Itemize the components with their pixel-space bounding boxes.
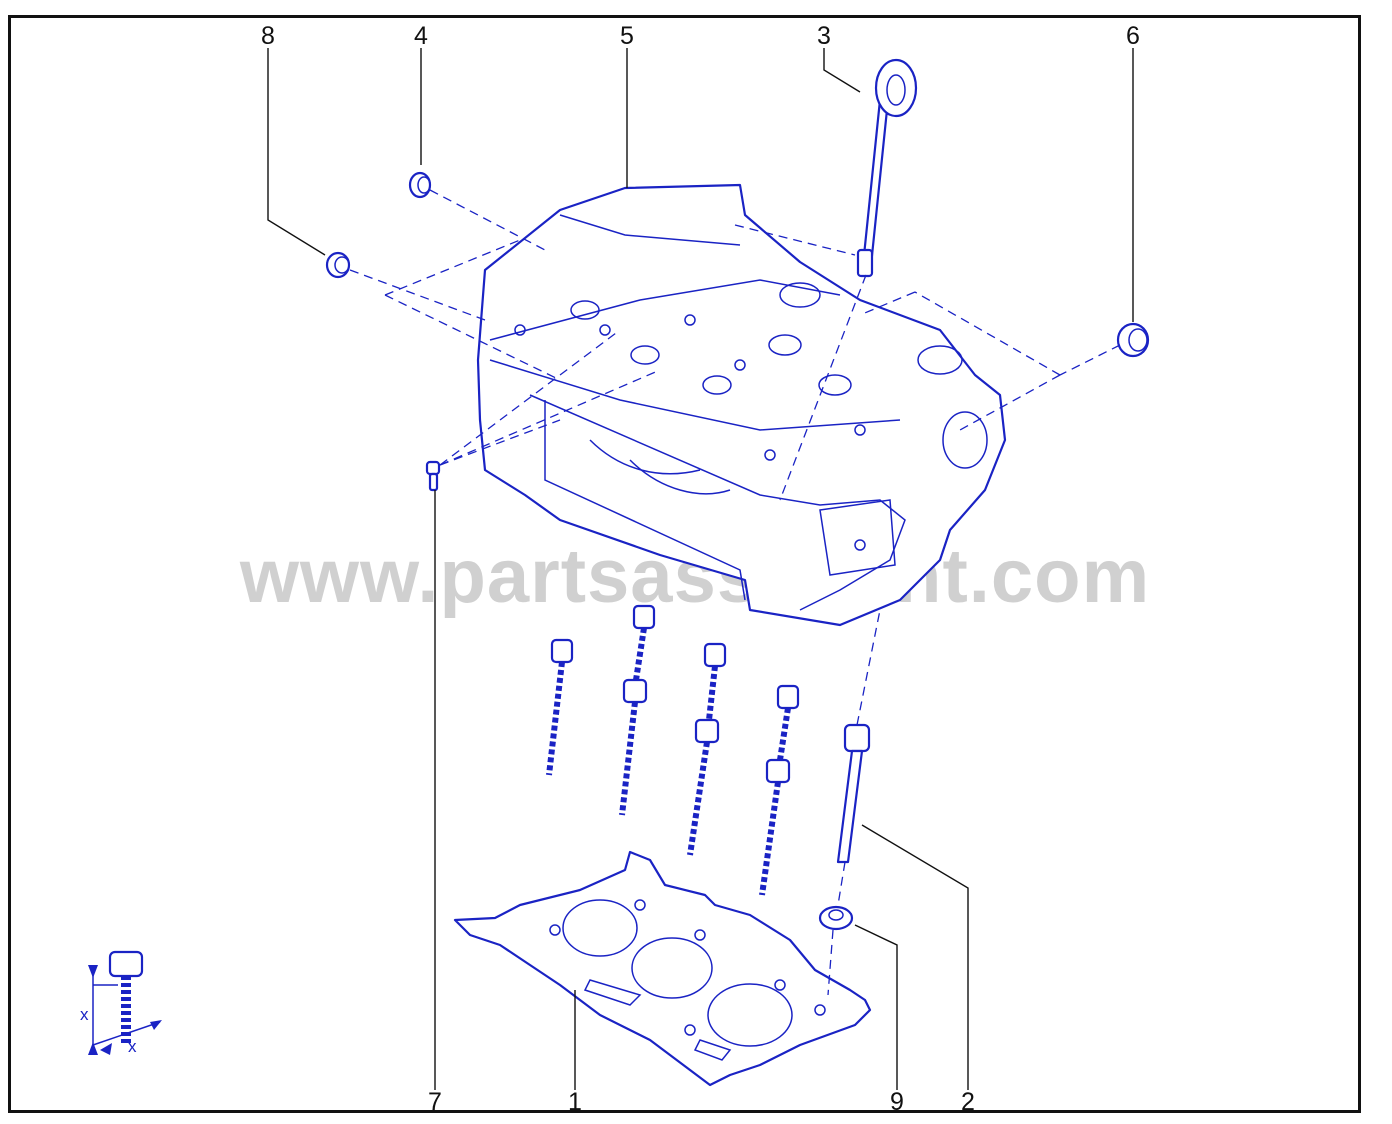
lifting-eye[interactable] (856, 58, 918, 278)
callout-3: 3 (817, 22, 831, 50)
plug-8[interactable] (325, 251, 351, 279)
head-bolt (546, 638, 574, 776)
leader-lines (267, 48, 1134, 1090)
head-bolt (619, 604, 656, 816)
stud[interactable] (425, 460, 441, 492)
callout-5: 5 (620, 22, 634, 50)
plug-4[interactable] (408, 171, 432, 199)
callout-2: 2 (961, 1088, 975, 1116)
cylinder-head-gasket[interactable] (453, 850, 872, 1087)
callout-4: 4 (414, 22, 428, 50)
legend-x-horizontal: x (128, 1037, 137, 1056)
cylinder-head[interactable] (476, 183, 1007, 627)
callout-8: 8 (261, 22, 275, 50)
head-bolts[interactable] (546, 604, 800, 896)
callout-1: 1 (568, 1088, 582, 1116)
callout-numbers: 8 4 5 3 6 7 1 9 2 (261, 22, 1140, 1116)
callout-7: 7 (428, 1088, 442, 1116)
callout-9: 9 (890, 1088, 904, 1116)
legend-x-vertical: x (80, 1005, 89, 1024)
assembly-lines (349, 189, 1121, 996)
callout-6: 6 (1126, 22, 1140, 50)
washer[interactable] (818, 905, 854, 931)
plug-6[interactable] (1116, 322, 1150, 358)
head-bolt (759, 684, 800, 896)
head-bolt (687, 642, 727, 856)
bolt-length-icon: x x (80, 950, 162, 1056)
cylinder-head-bolt[interactable] (836, 723, 871, 864)
